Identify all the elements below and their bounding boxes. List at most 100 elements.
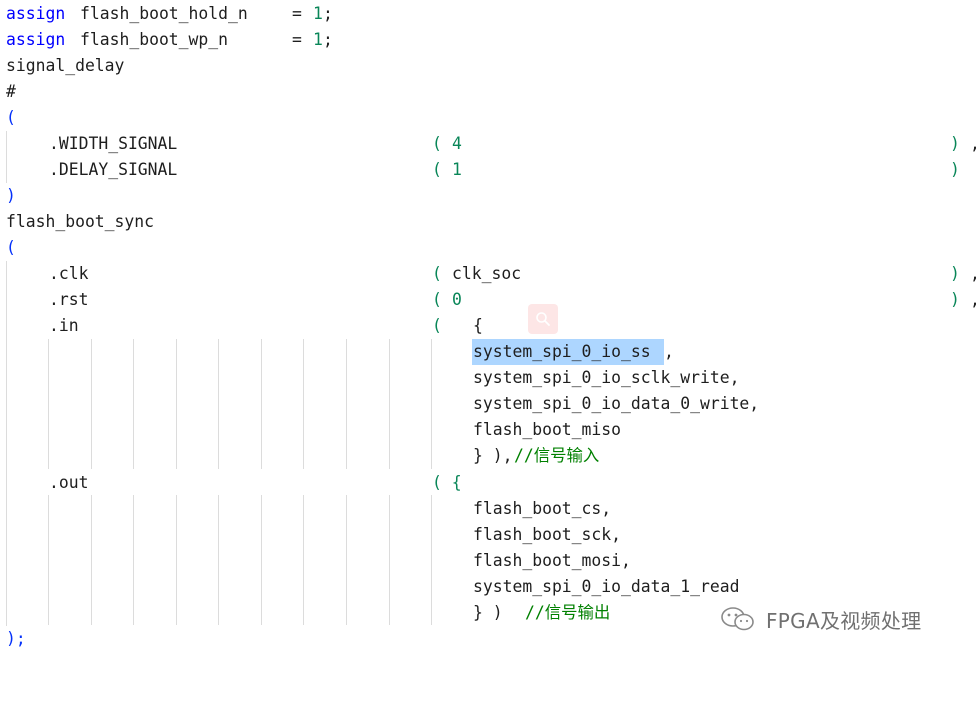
indent-guide bbox=[91, 339, 92, 469]
port-name: .WIDTH_SIGNAL bbox=[49, 134, 178, 153]
port-name: .out bbox=[49, 473, 89, 492]
port-name: .DELAY_SIGNAL bbox=[49, 160, 178, 179]
watermark-text: FPGA及视频处理 bbox=[766, 608, 922, 633]
close-brace-paren: } ) bbox=[473, 603, 503, 622]
wechat-icon bbox=[721, 607, 754, 631]
number-literal: 0 bbox=[452, 290, 462, 309]
signal-name-selected: system_spi_0_io_ss bbox=[473, 342, 651, 361]
close-paren: ) bbox=[950, 290, 960, 309]
indent-guide bbox=[261, 495, 262, 625]
code-line-2[interactable]: assign flash_boot_wp_n = 1 ; bbox=[0, 27, 976, 53]
open-paren: ( bbox=[6, 238, 16, 257]
code-line-21[interactable]: flash_boot_sck, bbox=[0, 522, 976, 548]
open-paren: ( bbox=[432, 290, 442, 309]
module-name: signal_delay bbox=[6, 56, 125, 75]
number-literal: 1 bbox=[313, 30, 323, 49]
comma: , bbox=[970, 261, 976, 287]
parameter-hash: # bbox=[6, 82, 16, 101]
code-line-22[interactable]: flash_boot_mosi, bbox=[0, 548, 976, 574]
code-line-15[interactable]: system_spi_0_io_sclk_write, bbox=[0, 365, 976, 391]
comma: , bbox=[970, 131, 976, 157]
signal-name: system_spi_0_io_data_0_write, bbox=[473, 394, 760, 413]
code-line-3[interactable]: signal_delay bbox=[0, 53, 976, 79]
open-paren: ( bbox=[432, 160, 442, 179]
open-paren: ( bbox=[432, 264, 442, 283]
signal-name: system_spi_0_io_data_1_read bbox=[473, 577, 740, 596]
code-line-10[interactable]: ( bbox=[0, 235, 976, 261]
signal-name: system_spi_0_io_sclk_write, bbox=[473, 368, 740, 387]
close-brace-paren: } ), bbox=[473, 446, 513, 465]
code-line-18[interactable]: } ), //信号输入 bbox=[0, 443, 976, 469]
close-paren: ) bbox=[950, 160, 960, 179]
open-paren-brace: ( { bbox=[432, 473, 462, 492]
keyword-assign: assign bbox=[6, 4, 66, 23]
comma: , bbox=[970, 287, 976, 313]
close-paren: ) bbox=[950, 264, 960, 283]
signal-name: flash_boot_mosi, bbox=[473, 551, 631, 570]
comma: , bbox=[664, 342, 674, 361]
signal-name: flash_boot_hold_n bbox=[80, 4, 248, 23]
search-icon bbox=[536, 312, 550, 326]
code-line-11[interactable]: .clk ( clk_soc ) , bbox=[0, 261, 976, 287]
port-name: .in bbox=[49, 316, 79, 335]
watermark: FPGA及视频处理 bbox=[718, 604, 921, 634]
code-line-19[interactable]: .out ( { bbox=[0, 470, 976, 496]
indent-guide bbox=[176, 495, 177, 625]
indent-guide bbox=[48, 339, 49, 469]
operator-equals: = bbox=[292, 30, 302, 49]
number-literal: 1 bbox=[313, 4, 323, 23]
code-line-13[interactable]: .in ( { bbox=[0, 313, 976, 339]
indent-guide bbox=[346, 495, 347, 625]
open-paren: ( bbox=[432, 134, 442, 153]
port-name: .clk bbox=[49, 264, 89, 283]
comment: //信号输出 bbox=[525, 603, 611, 622]
indent-guide bbox=[91, 495, 92, 625]
code-line-6[interactable]: .WIDTH_SIGNAL ( 4 ) , bbox=[0, 131, 976, 157]
code-line-25[interactable]: ); bbox=[0, 626, 976, 652]
signal-name: flash_boot_cs, bbox=[473, 499, 612, 518]
indent-guide bbox=[6, 131, 7, 183]
code-line-16[interactable]: system_spi_0_io_data_0_write, bbox=[0, 391, 976, 417]
signal-name: flash_boot_wp_n bbox=[80, 30, 229, 49]
signal-name: flash_boot_sck, bbox=[473, 525, 622, 544]
open-paren: ( bbox=[432, 316, 442, 335]
indent-guide bbox=[303, 339, 304, 469]
indent-guide bbox=[389, 495, 390, 625]
instance-name: flash_boot_sync bbox=[6, 212, 155, 231]
code-line-17[interactable]: flash_boot_miso bbox=[0, 417, 976, 443]
port-name: .rst bbox=[49, 290, 89, 309]
code-line-14[interactable]: system_spi_0_io_ss , bbox=[0, 339, 976, 365]
open-brace: { bbox=[473, 316, 483, 335]
indent-guide bbox=[218, 495, 219, 625]
indent-guide bbox=[346, 339, 347, 469]
signal-name: flash_boot_miso bbox=[473, 420, 622, 439]
open-paren: ( bbox=[6, 108, 16, 127]
comment: //信号输入 bbox=[514, 446, 600, 465]
code-line-8[interactable]: ) bbox=[0, 183, 976, 209]
operator-equals: = bbox=[292, 4, 302, 23]
code-line-7[interactable]: .DELAY_SIGNAL ( 1 ) bbox=[0, 157, 976, 183]
code-line-23[interactable]: system_spi_0_io_data_1_read bbox=[0, 574, 976, 600]
search-button[interactable] bbox=[528, 304, 558, 334]
indent-guide bbox=[176, 339, 177, 469]
signal-name: clk_soc bbox=[452, 264, 522, 283]
code-line-9[interactable]: flash_boot_sync bbox=[0, 209, 976, 235]
code-editor[interactable]: assign flash_boot_hold_n = 1 ; assign fl… bbox=[0, 0, 976, 661]
semicolon: ; bbox=[323, 30, 333, 49]
code-line-4[interactable]: # bbox=[0, 79, 976, 105]
indent-guide bbox=[48, 495, 49, 625]
close-paren-semicolon: ); bbox=[6, 629, 26, 648]
indent-guide bbox=[218, 339, 219, 469]
code-line-20[interactable]: flash_boot_cs, bbox=[0, 496, 976, 522]
number-literal: 1 bbox=[452, 160, 462, 179]
indent-guide bbox=[261, 339, 262, 469]
indent-guide bbox=[303, 495, 304, 625]
indent-guide bbox=[431, 339, 432, 469]
indent-guide bbox=[389, 339, 390, 469]
close-paren: ) bbox=[950, 134, 960, 153]
code-line-24[interactable]: } ) //信号输出 bbox=[0, 600, 700, 626]
keyword-assign: assign bbox=[6, 30, 66, 49]
code-line-1[interactable]: assign flash_boot_hold_n = 1 ; bbox=[0, 1, 976, 27]
code-line-5[interactable]: ( bbox=[0, 105, 976, 131]
code-line-12[interactable]: .rst ( 0 ) , bbox=[0, 287, 976, 313]
